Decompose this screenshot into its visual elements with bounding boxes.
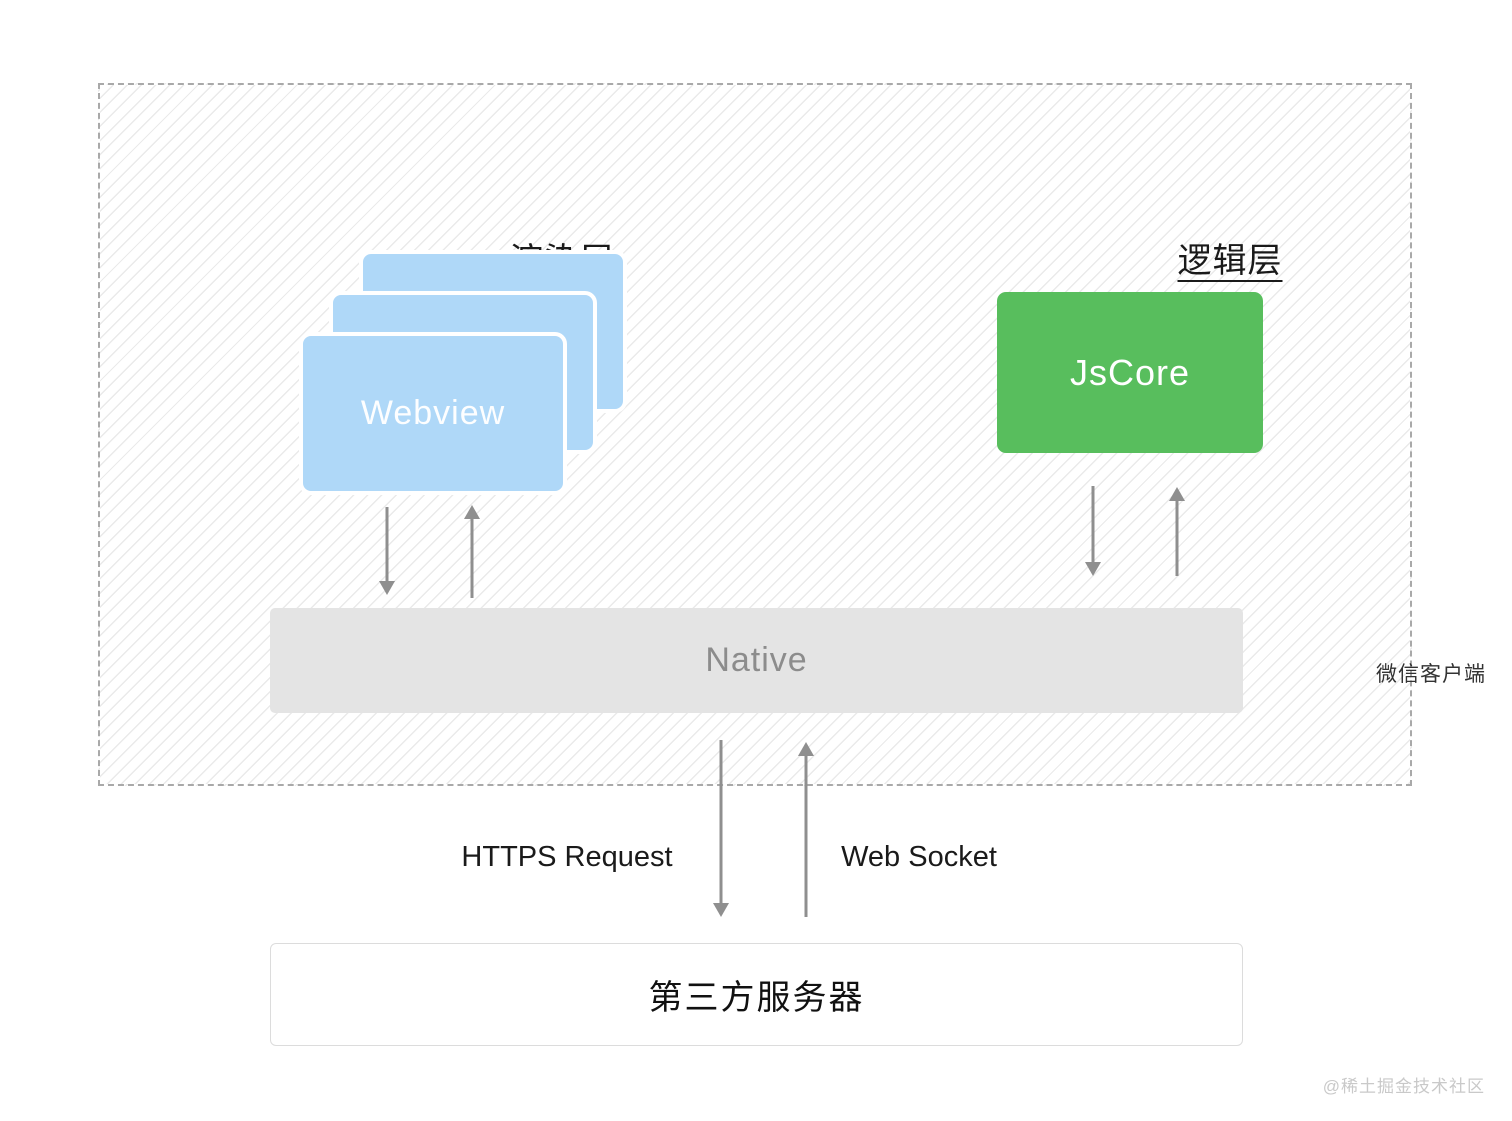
arrow-webview-to-native bbox=[379, 507, 395, 595]
arrow-native-to-jscore bbox=[1169, 487, 1185, 576]
native-label: Native bbox=[705, 641, 808, 679]
logic-layer-title: 逻辑层 bbox=[1177, 242, 1283, 280]
watermark: @稀土掘金技术社区 bbox=[1322, 1077, 1485, 1096]
jscore-label: JsCore bbox=[1069, 351, 1191, 393]
native-bar: Native bbox=[270, 608, 1243, 713]
arrow-jscore-to-native bbox=[1085, 486, 1101, 576]
https-request-label: HTTPS Request bbox=[461, 841, 673, 873]
webview-box-front: Webview bbox=[299, 332, 567, 495]
arrow-web-socket bbox=[798, 742, 814, 917]
arrow-native-to-webview bbox=[464, 505, 480, 598]
web-socket-label: Web Socket bbox=[841, 841, 997, 873]
third-party-server-box: 第三方服务器 bbox=[270, 943, 1243, 1046]
jscore-box: JsCore bbox=[997, 292, 1263, 453]
webview-label: Webview bbox=[360, 394, 506, 432]
wechat-client-label: 微信客户端 bbox=[1376, 663, 1486, 686]
arrow-https-request bbox=[713, 740, 729, 917]
third-party-server-label: 第三方服务器 bbox=[648, 979, 865, 1017]
